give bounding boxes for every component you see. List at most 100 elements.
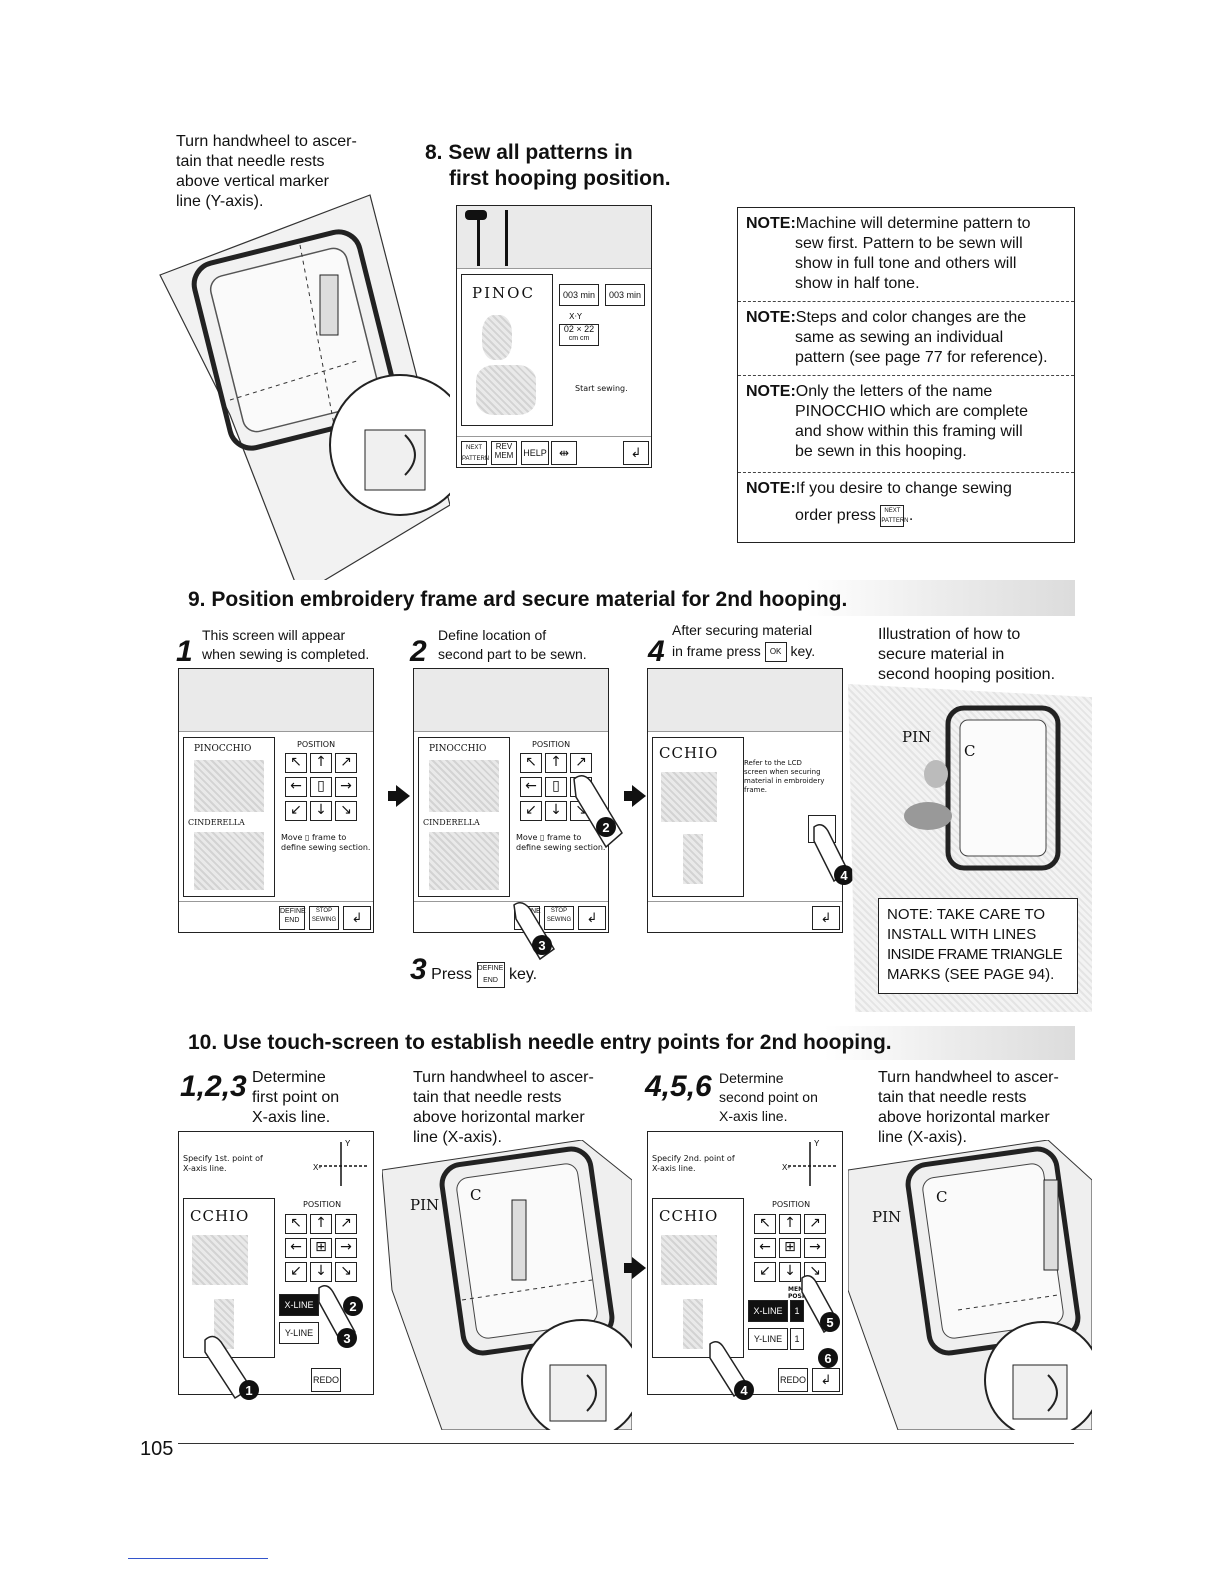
return-key[interactable]: ↲ [812, 906, 840, 930]
return-key[interactable]: ↲ [578, 906, 606, 930]
rev-mem-key[interactable]: REV MEM [491, 441, 517, 465]
care-note-box: NOTE: TAKE CARE TO INSTALL WITH LINES IN… [878, 898, 1078, 994]
step9-illustration: PIN C NOTE: TAKE CARE TO INSTALL WITH LI… [848, 684, 1092, 1012]
caption-line: line (X-axis). [413, 1129, 502, 1146]
needle-bar-icon [477, 220, 480, 266]
arrow-down-button[interactable]: ↓ [545, 801, 567, 821]
arrow-left-button[interactable]: ← [754, 1238, 776, 1258]
arrow-right-button[interactable]: → [335, 777, 357, 797]
lcd-text-line: define sewing section. [516, 843, 606, 852]
step10-a-caption: Determine first point on X-axis line. [252, 1068, 339, 1128]
figure-silhouette [192, 1235, 248, 1285]
lcd-text-line: screen when securing [744, 768, 821, 776]
stop-sewing-key[interactable]: STOP SEWING [544, 906, 574, 930]
note-text: and show within this framing will [795, 423, 1023, 440]
arrow-right-button[interactable]: → [335, 1238, 357, 1258]
finger-pointer: 1 [204, 1335, 259, 1400]
frame-center-button[interactable]: ▯ [310, 777, 332, 797]
arrow-up-left-button[interactable]: ↖ [285, 753, 307, 773]
x-line-button[interactable]: X-LINE [748, 1300, 788, 1322]
finger-pointer: 4 [709, 1341, 754, 1400]
caption-line: when sewing is completed. [202, 646, 370, 662]
caption-line: above vertical marker [176, 173, 329, 190]
note-2: NOTE:Steps and color changes are the sam… [738, 301, 1074, 375]
arrow-up-button[interactable]: ↑ [310, 753, 332, 773]
arrow-down-left-button[interactable]: ↙ [285, 801, 307, 821]
stop-sewing-key[interactable]: STOP SEWING [309, 906, 339, 930]
trace-key[interactable]: ⇹ [551, 441, 577, 465]
return-key[interactable]: ↲ [623, 441, 649, 465]
lcd-text-line: Move ▯ frame to [516, 833, 582, 842]
figure-silhouette [661, 772, 717, 822]
arrow-left-button[interactable]: ← [285, 777, 307, 797]
lcd-instruction: Specify 1st. point of X-axis line. [183, 1154, 263, 1174]
lcd-move-text: Move ▯ frame to define sewing section. [281, 833, 370, 853]
lcd-keybar: NEXT PATTERN REV MEM HELP ⇹ ↲ [457, 436, 651, 469]
lcd4-text: Refer to the LCD screen when securing ma… [744, 759, 824, 795]
grid-center-button[interactable]: ⊞ [310, 1238, 332, 1258]
x-line-button[interactable]: X-LINE [279, 1294, 319, 1316]
arrow-up-right-button[interactable]: ↗ [335, 753, 357, 773]
arrow-up-right-button[interactable]: ↗ [804, 1214, 826, 1234]
caption-text: key. [790, 643, 816, 659]
arrow-down-left-button[interactable]: ↙ [754, 1262, 776, 1282]
arrow-up-right-button[interactable]: ↗ [335, 1214, 357, 1234]
needle-bar-icon [505, 210, 508, 266]
step10-lcd-1: Specify 1st. point of X-axis line. Y X- … [178, 1131, 374, 1400]
arrow-left-button[interactable]: ← [520, 777, 542, 797]
step9-lcd-1: PINOCCHIO CINDERELLA POSITION ↖ ↑ ↗ ← ▯ … [178, 668, 374, 933]
lcd-keybar: ↲ [648, 901, 842, 934]
arrow-left-button[interactable]: ← [285, 1238, 307, 1258]
arrow-up-button[interactable]: ↑ [310, 1214, 332, 1234]
figure-silhouette [429, 832, 499, 890]
arrow-down-left-button[interactable]: ↙ [520, 801, 542, 821]
position-label: POSITION [772, 1200, 811, 1209]
note-line: NOTE: TAKE CARE TO [887, 906, 1046, 923]
position-label: POSITION [297, 740, 336, 749]
xy-value: 02 × 22 cm cm [559, 324, 599, 346]
arrow-down-button[interactable]: ↓ [310, 1262, 332, 1282]
arrow-up-button[interactable]: ↑ [545, 753, 567, 773]
arrow-down-button[interactable]: ↓ [310, 801, 332, 821]
help-key[interactable]: HELP [521, 441, 549, 465]
svg-text:X-: X- [313, 1163, 321, 1172]
arrow-down-right-button[interactable]: ↘ [335, 801, 357, 821]
caption-line: Turn handwheel to ascer- [413, 1069, 594, 1086]
caption-line: above horizontal marker [413, 1109, 585, 1126]
grid-center-button[interactable]: ⊞ [779, 1238, 801, 1258]
redo-button[interactable]: REDO [311, 1368, 341, 1392]
note-text: PINOCCHIO which are complete [795, 403, 1028, 420]
return-key[interactable]: ↲ [343, 906, 371, 930]
caption-line: line (X-axis). [878, 1129, 967, 1146]
y-line-button[interactable]: Y-LINE [748, 1328, 788, 1350]
note-label: NOTE: [746, 215, 796, 232]
caption-text: key. [508, 966, 538, 983]
arrow-down-right-button[interactable]: ↘ [335, 1262, 357, 1282]
arrow-down-left-button[interactable]: ↙ [285, 1262, 307, 1282]
xy-units-text: cm cm [568, 335, 590, 342]
arrow-up-left-button[interactable]: ↖ [754, 1214, 776, 1234]
frame-center-button[interactable]: ▯ [545, 777, 567, 797]
pattern-name: PINOCCHIO [429, 744, 487, 754]
lcd-instruction: Specify 2nd. point of X-axis line. [652, 1154, 735, 1174]
arrow-up-button[interactable]: ↑ [779, 1214, 801, 1234]
lcd-thread-area [457, 206, 651, 269]
note-label: NOTE: [746, 383, 796, 400]
lcd-thread-area [414, 669, 608, 732]
arrow-right-button[interactable]: → [804, 1238, 826, 1258]
caption-text: Press [431, 966, 473, 983]
arrow-up-left-button[interactable]: ↖ [520, 753, 542, 773]
arrow-up-right-button[interactable]: ↗ [570, 753, 592, 773]
hoop-illustration-3: PIN C [848, 1140, 1092, 1430]
redo-button[interactable]: REDO [778, 1368, 808, 1392]
lcd-pattern-preview: CCHIO [183, 1198, 275, 1358]
y-line-button[interactable]: Y-LINE [279, 1322, 319, 1344]
return-key[interactable]: ↲ [812, 1368, 840, 1392]
next-pattern-key[interactable]: NEXT PATTERN [461, 441, 489, 465]
footer-rule [178, 1443, 1074, 1444]
arrow-down-button[interactable]: ↓ [779, 1262, 801, 1282]
arrow-up-left-button[interactable]: ↖ [285, 1214, 307, 1234]
define-end-key[interactable]: DEFINE END [279, 906, 306, 930]
note-text: Steps and color changes are the [795, 309, 1027, 326]
step-number: 1,2,3 [180, 1070, 247, 1103]
